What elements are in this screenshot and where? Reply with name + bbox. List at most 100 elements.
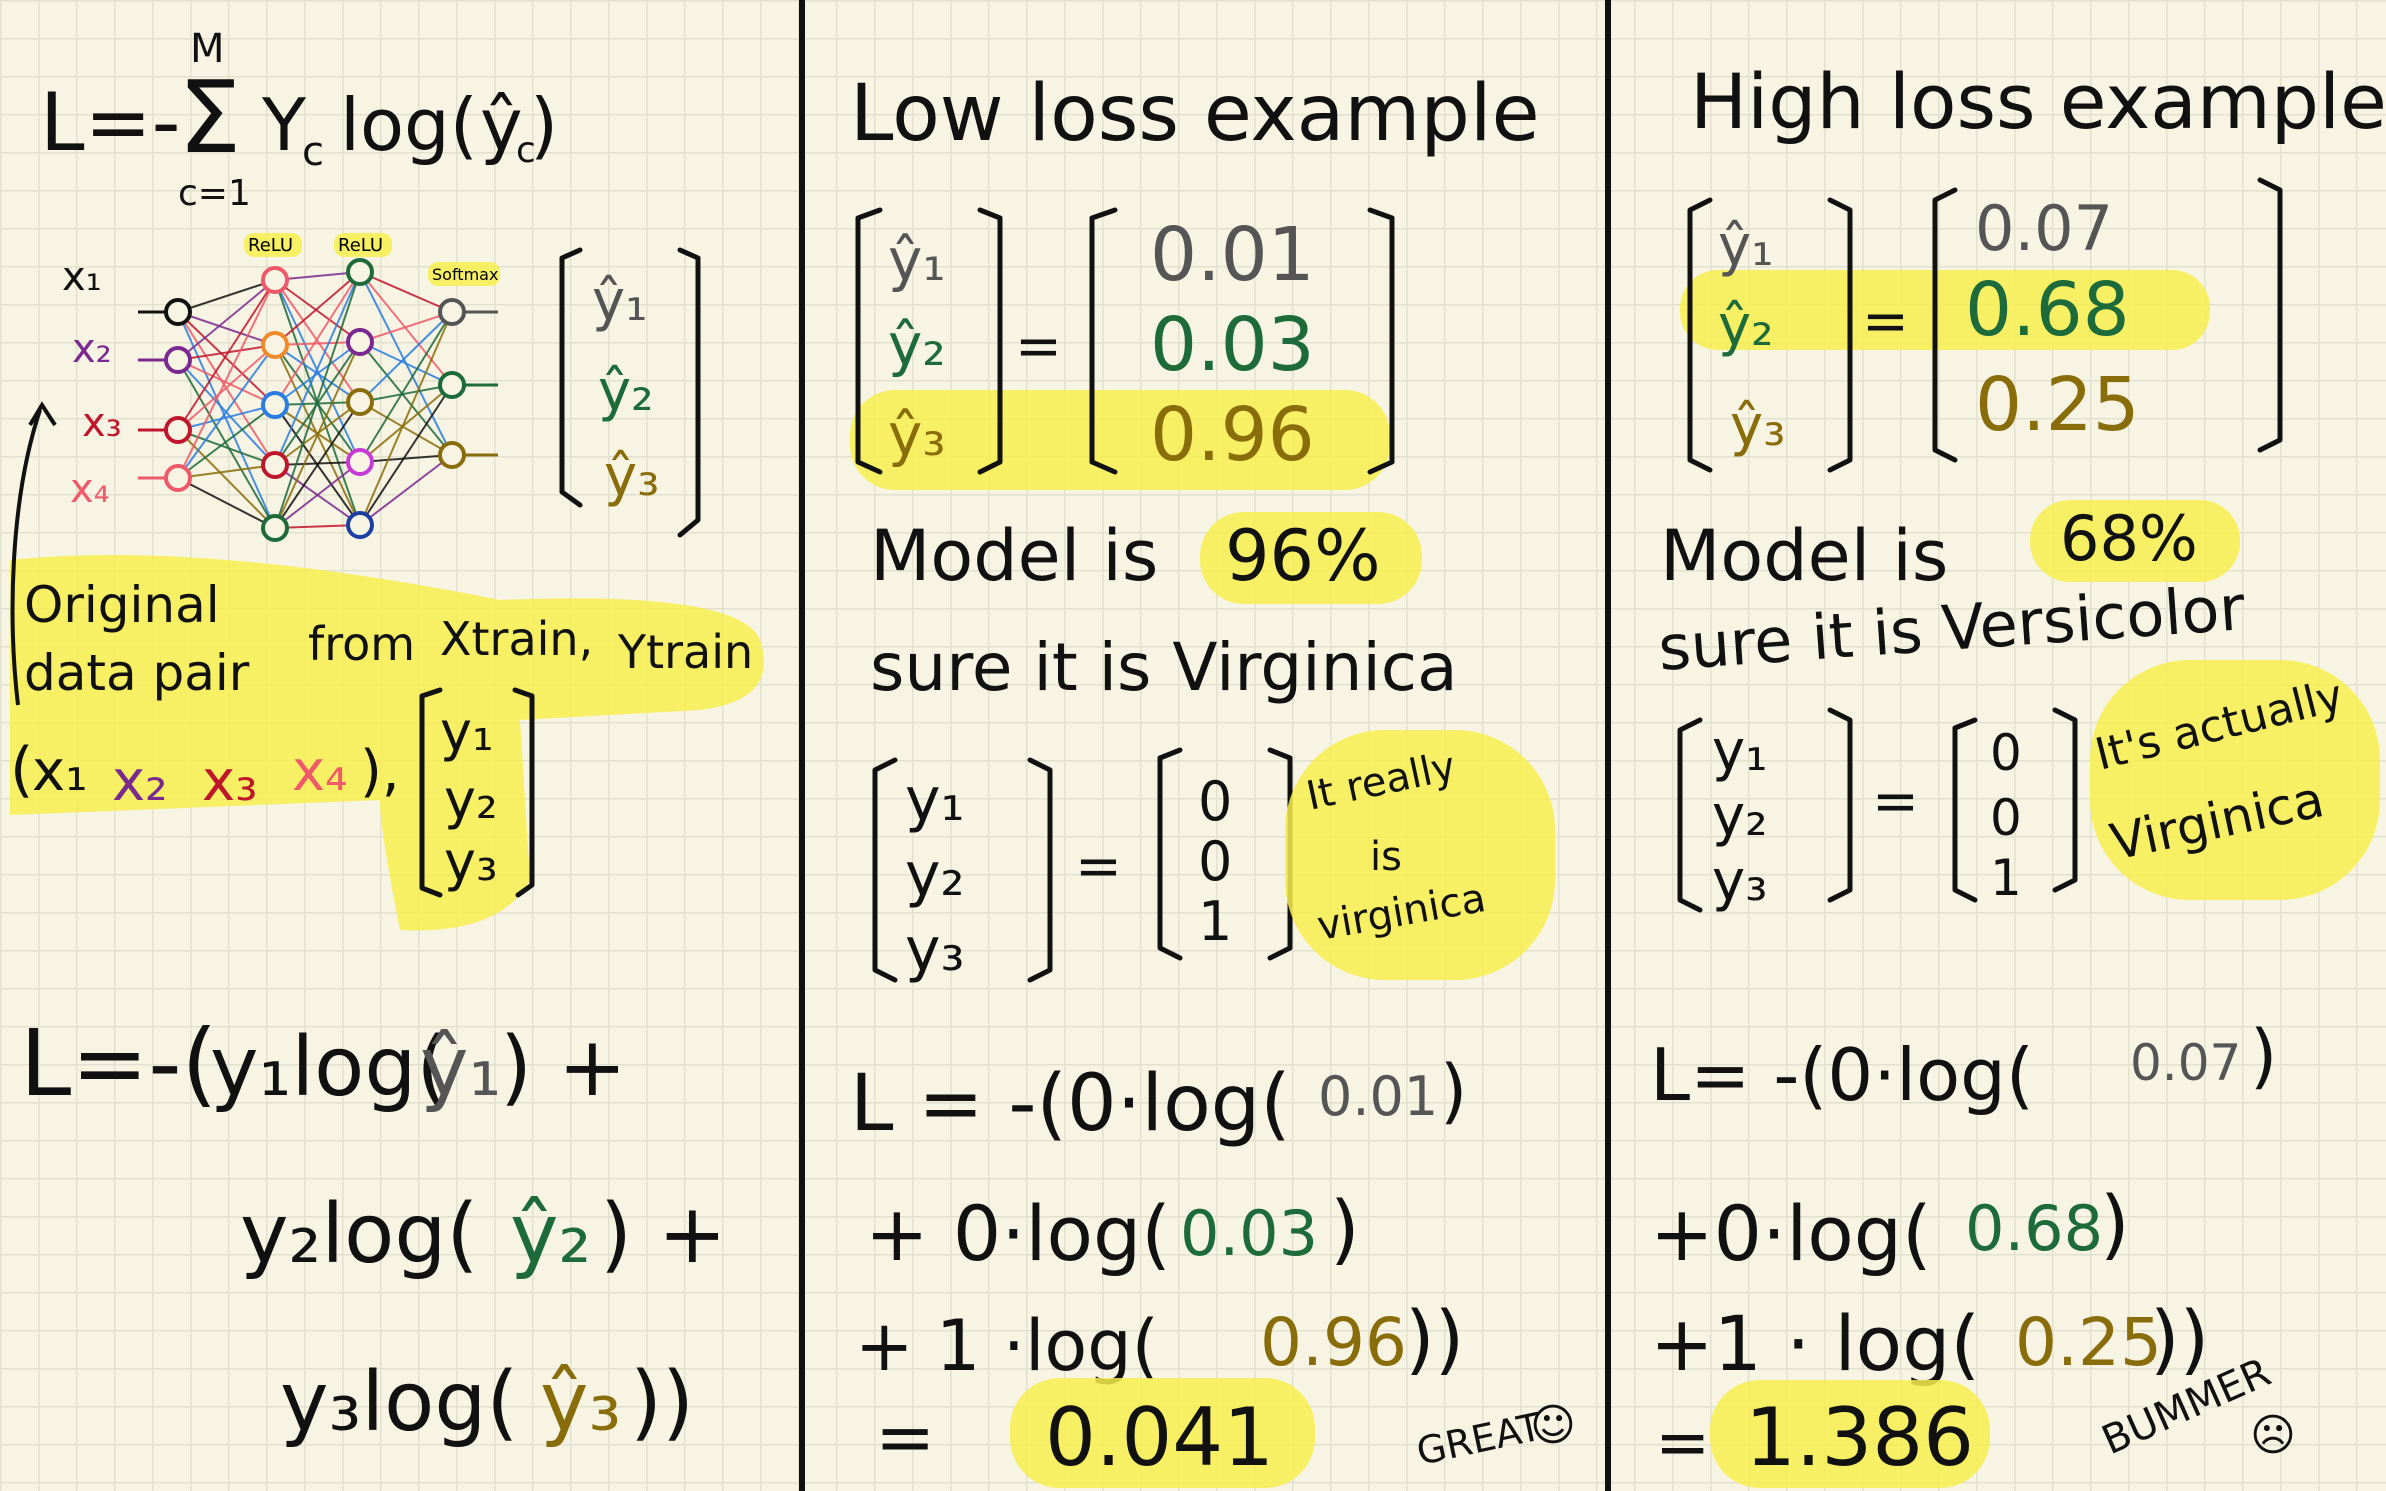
network-edge xyxy=(359,384,453,403)
label-vector-left-bracket xyxy=(419,687,443,898)
panel3-pred-label-left-bracket xyxy=(1687,197,1713,473)
panel-3-high-loss: High loss example ŷ₁ ŷ₂ ŷ₃ = 0.07 0.68 0… xyxy=(1650,57,2386,1488)
panel2-reaction: GREAT xyxy=(1413,1404,1546,1473)
panel3-loss-line2-end: ) xyxy=(2100,1179,2130,1268)
network-edge xyxy=(359,401,453,456)
panel2-result-highlight xyxy=(1010,1378,1315,1488)
panel2-title: Low loss example xyxy=(850,69,1540,159)
panel2-pred-value-right-bracket xyxy=(1367,207,1395,475)
panel2-pred-equals: = xyxy=(1015,314,1062,379)
network-edge xyxy=(177,344,276,361)
network-edge xyxy=(359,311,453,343)
panel3-pred-equals: = xyxy=(1862,289,1909,354)
panel3-pct-highlight xyxy=(2030,500,2240,582)
panel3-loss-line3-val: 0.25 xyxy=(2015,1304,2162,1381)
tuple-x1: x₁ xyxy=(32,739,88,804)
formula-sum-top: M xyxy=(190,26,225,72)
network-edge xyxy=(177,311,276,346)
panel2-pred-label-1: ŷ₁ xyxy=(888,226,946,294)
panel2-model-text: Model is xyxy=(870,515,1158,597)
expanded-line1-hat: ŷ₁ xyxy=(420,1020,501,1115)
input-label-x1: x₁ xyxy=(62,254,102,300)
network-edge xyxy=(359,311,453,526)
note-from: from xyxy=(308,617,415,671)
panel2-pred-value-1: 0.01 xyxy=(1150,212,1315,298)
network-edge xyxy=(274,401,361,529)
panel2-reaction-face: ☺ xyxy=(1530,1400,1576,1451)
expanded-line1-prefix: L=-( xyxy=(20,1010,217,1117)
network-edge xyxy=(177,477,276,529)
expanded-line3-y: y₃log( xyxy=(280,1355,518,1450)
relu2-highlight xyxy=(334,233,392,257)
panel3-pred-label-1: ŷ₁ xyxy=(1718,214,1774,279)
panel2-pred-value-left-bracket xyxy=(1089,207,1118,475)
panel3-result-equals: = xyxy=(1655,1404,1710,1481)
network-node xyxy=(164,298,192,326)
panel2-true-value-1: 0 xyxy=(1198,770,1232,833)
note-arrow-head xyxy=(28,401,57,427)
network-edge xyxy=(177,311,276,406)
network-edge xyxy=(359,454,453,526)
formula-close: ) xyxy=(530,83,558,167)
network-edge xyxy=(177,279,276,431)
network-edge xyxy=(359,311,453,463)
panel3-true-label-left-bracket xyxy=(1677,717,1703,913)
panel3-true-label-3: y₃ xyxy=(1712,849,1768,914)
note-ytrain: Ytrain xyxy=(617,625,753,679)
network-edges xyxy=(138,271,498,529)
panel3-model-pct: 68% xyxy=(2060,502,2198,575)
network-edge xyxy=(177,279,276,479)
panel3-pred-label-2: ŷ₂ xyxy=(1718,294,1774,359)
panel2-pred-label-2: ŷ₂ xyxy=(888,311,946,379)
note-arrow xyxy=(10,409,42,706)
relu1-highlight xyxy=(244,233,302,257)
panel-2-low-loss: Low loss example ŷ₁ ŷ₂ ŷ₃ = 0.01 0.03 0.… xyxy=(850,69,1576,1488)
formula-body-sub: c xyxy=(302,129,324,175)
note-data-pair: data pair xyxy=(24,644,250,702)
formula-sum-bottom: c=1 xyxy=(178,173,251,214)
expanded-loss: L=-( y₁log( ŷ₁ ) + y₂log( ŷ₂ ) + y₃log( … xyxy=(20,1010,727,1450)
label-vector-right-bracket xyxy=(512,687,535,898)
formula-sum-sigma: Σ xyxy=(178,59,241,176)
network-node xyxy=(438,441,466,469)
network-node xyxy=(164,346,192,374)
output-y1-hat: ŷ₁ xyxy=(592,269,648,334)
panel2-note-line-2: is xyxy=(1370,834,1402,880)
softmax-highlight xyxy=(428,262,500,286)
panel2-true-value-3: 1 xyxy=(1198,890,1232,953)
expanded-line2-y: y₂log( xyxy=(240,1187,478,1282)
panel3-result: 1.386 xyxy=(1745,1391,1974,1484)
network-node xyxy=(346,258,374,286)
network-edge xyxy=(274,271,361,529)
network-node xyxy=(346,328,374,356)
tuple-x3: x₃ xyxy=(202,749,258,814)
expanded-line3-hat: ŷ₃ xyxy=(540,1355,621,1450)
panel2-pct-highlight xyxy=(1200,512,1422,604)
layer-label-relu-1: ReLU xyxy=(248,235,293,256)
network-node xyxy=(261,391,289,419)
network-edge xyxy=(177,404,276,431)
panel2-result-equals: = xyxy=(875,1395,935,1479)
network-edge xyxy=(274,271,361,346)
panel2-true-label-3: y₃ xyxy=(905,915,965,985)
network-edge xyxy=(177,279,276,361)
panel3-pred-label-3: ŷ₃ xyxy=(1730,394,1786,459)
network-edge xyxy=(177,311,276,529)
network-edge xyxy=(274,524,361,529)
network-edge xyxy=(177,359,276,529)
panel3-result-highlight xyxy=(1710,1380,1990,1488)
network-edge xyxy=(274,279,361,343)
network-node xyxy=(164,464,192,492)
panel2-loss-line3: + 1 ·log( xyxy=(855,1305,1159,1387)
network-edge xyxy=(274,279,361,463)
panel3-reaction-face: ☹ xyxy=(2250,1410,2296,1461)
panel2-true-label-2: y₂ xyxy=(905,840,965,910)
panel2-true-value-2: 0 xyxy=(1198,830,1232,893)
panel3-loss-line1: L= -(0·log( xyxy=(1650,1033,2034,1117)
panel2-model-pct: 96% xyxy=(1225,515,1381,597)
network-edge xyxy=(274,341,361,406)
panel2-true-label-left-bracket xyxy=(872,757,898,983)
network-edge xyxy=(274,271,361,281)
network-edge xyxy=(274,271,361,466)
